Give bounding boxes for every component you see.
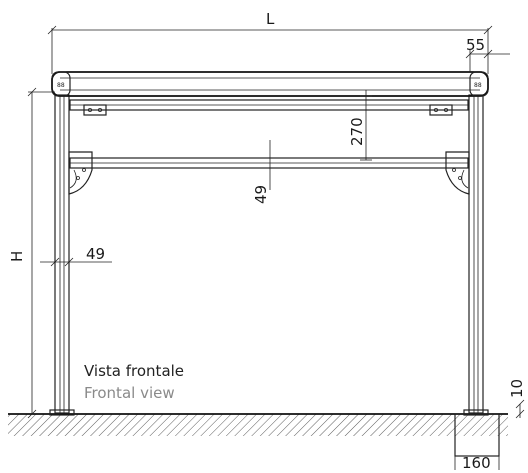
- dimension-base-width: 160: [454, 454, 500, 472]
- left-post: [49, 94, 75, 416]
- caption-italian: Vista frontale: [84, 362, 184, 380]
- top-cassette: 88 88: [51, 71, 489, 97]
- svg-text:88: 88: [57, 82, 65, 89]
- caption-english: Frontal view: [84, 384, 175, 402]
- dimension-base-width-label: 160: [462, 454, 491, 472]
- dimension-top-offset: 55: [465, 36, 510, 72]
- foundation-block: [454, 413, 500, 457]
- dimension-beam-drop-label: 270: [348, 117, 366, 146]
- dimension-height: H: [8, 87, 55, 419]
- dimension-post-width: 49: [40, 245, 112, 267]
- svg-text:88: 88: [474, 82, 482, 89]
- corner-braces: [68, 151, 470, 195]
- dimension-base-thickness: 10: [508, 379, 526, 419]
- roller-beam: [69, 99, 469, 116]
- dimension-length-label: L: [266, 10, 275, 28]
- dimension-height-label: H: [8, 251, 26, 262]
- dimension-beam-drop: 270: [348, 90, 372, 161]
- dimension-post-width-label: 49: [86, 245, 105, 263]
- dimension-profile-height-label: 49: [252, 185, 270, 204]
- right-post: [463, 94, 489, 416]
- dimension-profile-height: 49: [252, 140, 276, 204]
- lower-beam: [69, 157, 469, 169]
- dimension-length: L: [47, 10, 493, 74]
- dimension-top-offset-label: 55: [466, 36, 485, 54]
- ground: [8, 413, 508, 436]
- dimension-base-thickness-label: 10: [508, 379, 526, 398]
